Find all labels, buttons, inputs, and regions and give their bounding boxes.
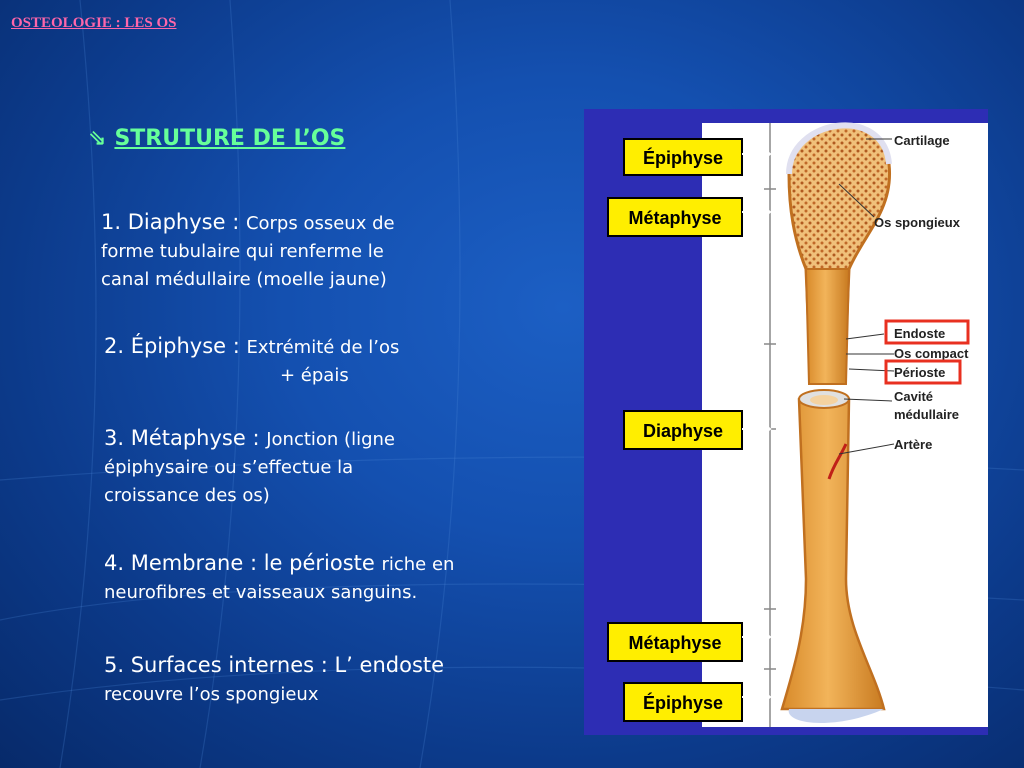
- item-term: 3. Métaphyse :: [104, 426, 267, 450]
- item-term: 4. Membrane : le périoste: [104, 551, 382, 575]
- region-box-label: Métaphyse: [628, 208, 721, 228]
- item-desc: forme tubulaire qui renferme le: [101, 241, 384, 262]
- highlight-endoste: [884, 319, 970, 345]
- arrow-icon: ⇘: [88, 126, 107, 151]
- region-box-metaphyse-bottom: Métaphyse: [607, 622, 743, 662]
- slide-header: OSTEOLOGIE : LES OS: [11, 15, 177, 31]
- region-arrows: [742, 146, 772, 705]
- label-cavite: Cavité: [894, 389, 933, 404]
- item-desc: + épais: [280, 365, 349, 386]
- item-desc: Jonction (ligne: [266, 429, 395, 450]
- lower-epiphysis-shape: [788, 709, 884, 723]
- region-box-epiphyse-bottom: Épiphyse: [623, 682, 743, 722]
- region-box-label: Diaphyse: [643, 421, 723, 441]
- label-perioste: Périoste: [894, 365, 945, 380]
- item-desc: canal médullaire (moelle jaune): [101, 269, 387, 290]
- bone-diagram: Épiphyse Métaphyse Diaphyse Métaphyse Ép…: [584, 109, 988, 735]
- item-metaphyse: 3. Métaphyse : Jonction (ligne épiphysai…: [104, 424, 395, 510]
- item-membrane: 4. Membrane : le périoste riche en neuro…: [104, 549, 454, 607]
- region-box-label: Épiphyse: [643, 692, 723, 713]
- item-epiphyse: 2. Épiphyse : Extrémité de l’os + épais: [104, 332, 399, 390]
- item-diaphyse: 1. Diaphyse : Corps osseux de forme tubu…: [101, 208, 395, 294]
- highlight-perioste: [884, 359, 962, 385]
- item-desc: croissance des os): [104, 485, 270, 506]
- section-title-text: STRUTURE DE L’OS: [114, 126, 346, 151]
- bone-diagram-svg: Épiphyse Métaphyse Diaphyse Métaphyse Ép…: [607, 122, 988, 727]
- label-endoste: Endoste: [894, 326, 945, 341]
- item-desc: Extrémité de l’os: [246, 337, 400, 358]
- label-os-spongieux: Os spongieux: [874, 215, 961, 230]
- region-box-label: Épiphyse: [643, 147, 723, 168]
- label-medullaire: médullaire: [894, 407, 959, 422]
- medullary-cavity-inner: [810, 395, 838, 405]
- label-cartilage: Cartilage: [894, 133, 950, 148]
- region-box-epiphyse-top: Épiphyse: [623, 138, 743, 176]
- upper-shaft-shape: [804, 268, 851, 385]
- item-desc: épiphysaire ou s’effectue la: [104, 457, 354, 478]
- artery-shape: [827, 443, 848, 480]
- section-title: ⇘ STRUTURE DE L’OS: [88, 126, 345, 151]
- label-artere: Artère: [894, 437, 932, 452]
- item-desc: Corps osseux de: [245, 213, 395, 234]
- region-box-metaphyse-top: Métaphyse: [607, 197, 743, 237]
- region-box-label: Métaphyse: [628, 633, 721, 653]
- item-desc: neurofibres et vaisseaux sanguins.: [104, 582, 418, 603]
- region-box-diaphyse: Diaphyse: [623, 410, 743, 450]
- item-surfaces-internes: 5. Surfaces internes : L’ endoste recouv…: [104, 651, 444, 709]
- label-os-compact: Os compact: [894, 346, 969, 361]
- item-term: 2. Épiphyse :: [104, 334, 247, 358]
- item-desc: riche en: [381, 554, 455, 575]
- cartilage-cap: [786, 122, 892, 175]
- item-desc: recouvre l’os spongieux: [104, 684, 319, 705]
- item-term: 5. Surfaces internes : L’ endoste: [104, 653, 445, 677]
- item-term: 1. Diaphyse :: [101, 210, 246, 234]
